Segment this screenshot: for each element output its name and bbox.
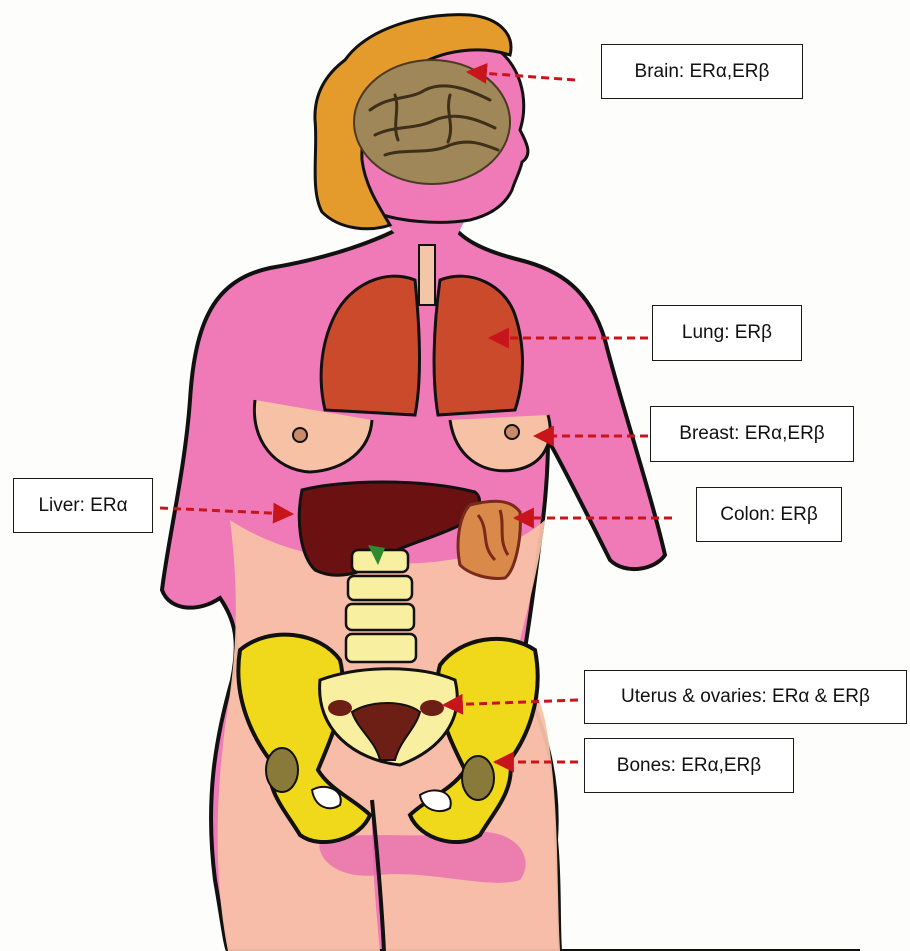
label-colon: Colon: ERβ (696, 487, 842, 542)
left-ovary (328, 700, 352, 716)
colon-organ (458, 501, 520, 578)
trachea (419, 245, 435, 305)
label-bones: Bones: ERα,ERβ (584, 738, 794, 793)
spine (346, 550, 416, 662)
left-nipple (293, 428, 307, 442)
right-hip-socket (462, 756, 494, 800)
label-lung: Lung: ERβ (652, 305, 802, 361)
right-ovary (420, 700, 444, 716)
label-uterus-ovaries: Uterus & ovaries: ERα & ERβ (584, 670, 907, 724)
left-hip-socket (266, 748, 298, 792)
label-breast: Breast: ERα,ERβ (650, 406, 854, 462)
label-liver: Liver: ERα (13, 478, 153, 533)
label-brain: Brain: ERα,ERβ (601, 44, 803, 99)
right-nipple (505, 425, 519, 439)
